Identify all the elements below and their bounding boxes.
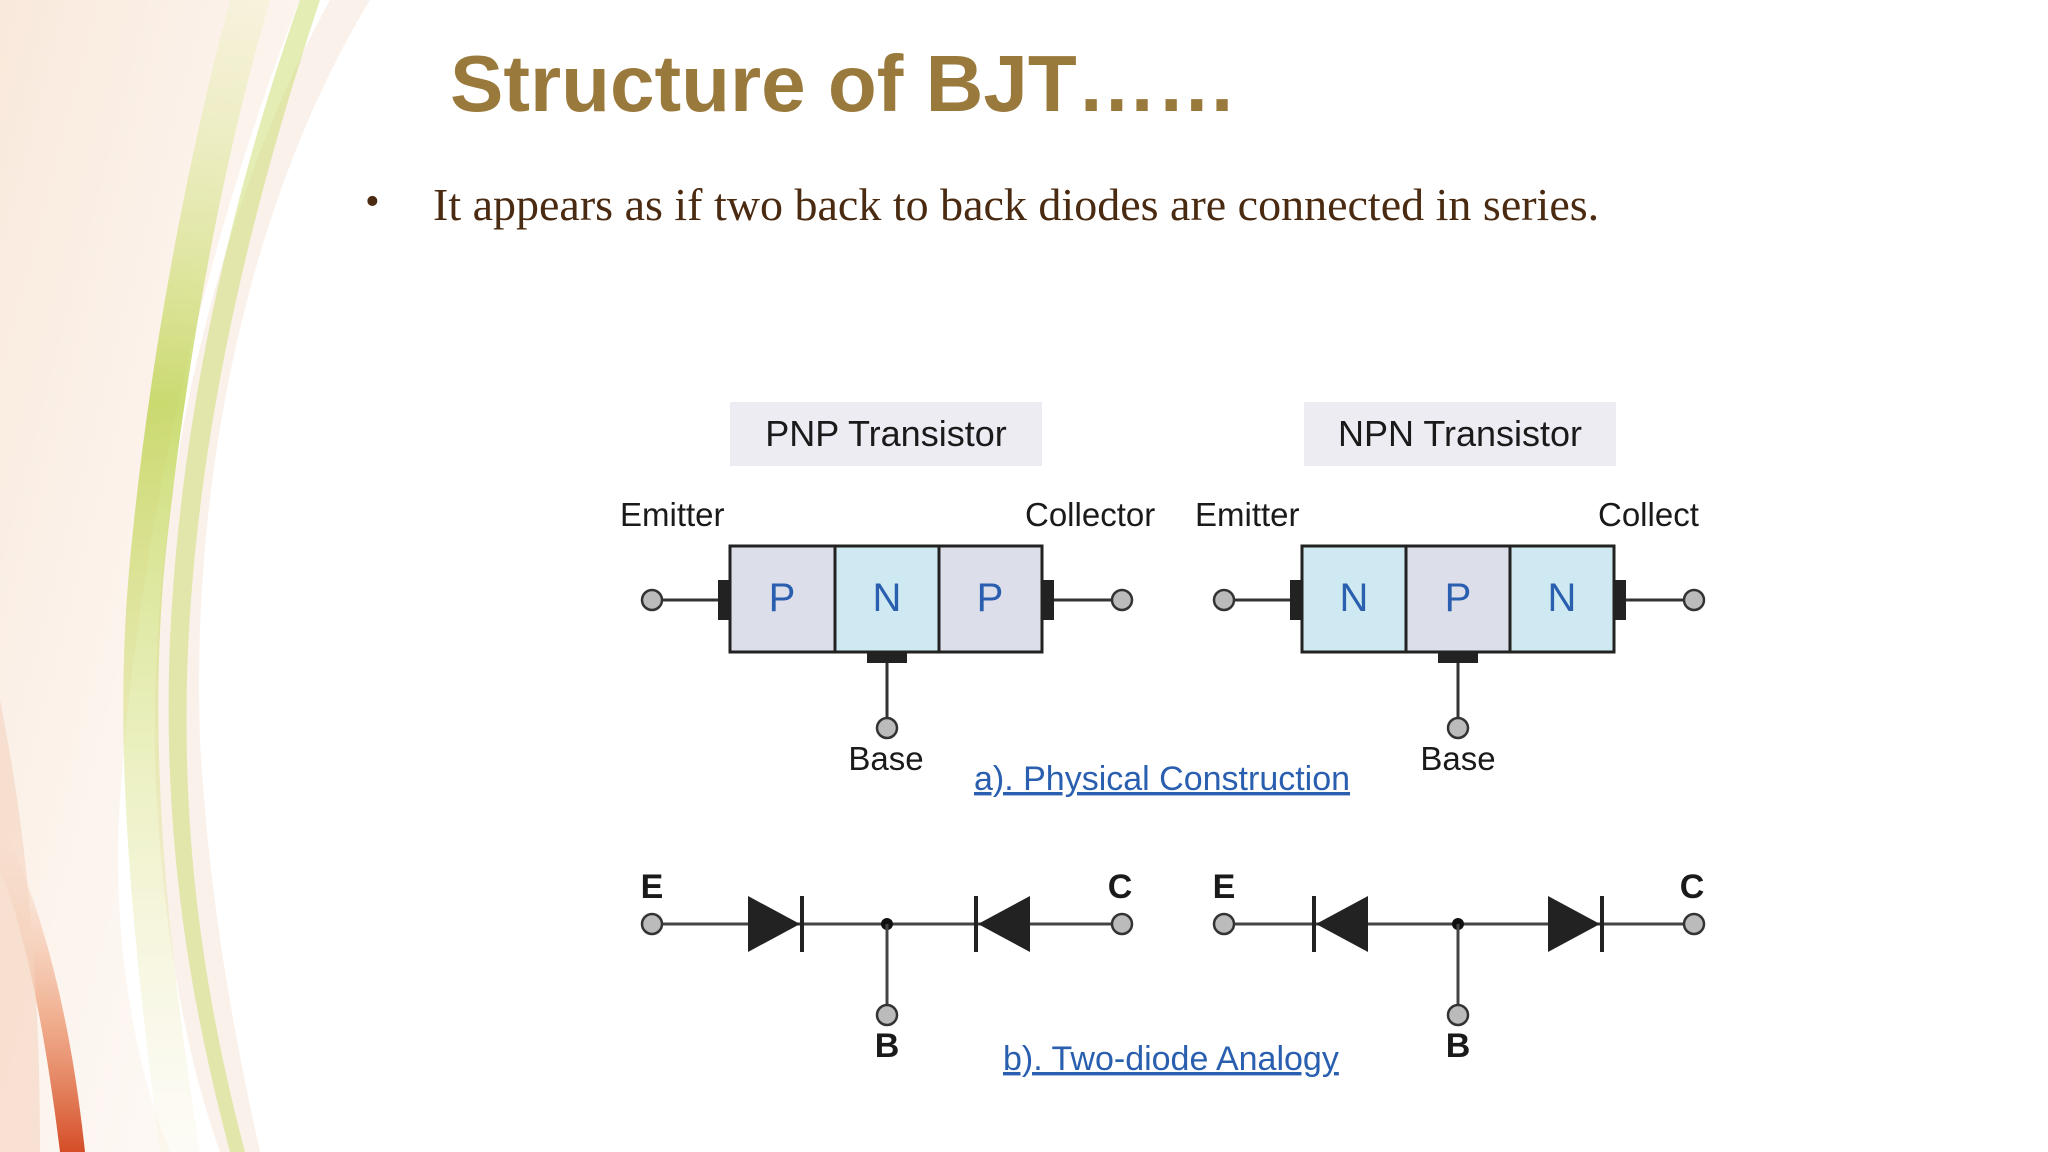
pnp-base-terminal	[875, 716, 899, 740]
npn-region-p	[1404, 544, 1512, 654]
pnp-title: PNP Transistor	[765, 413, 1006, 454]
pnp-diode-e-terminal	[640, 912, 664, 936]
caption-two-diode-analogy: b). Two-diode Analogy	[1003, 1040, 1339, 1078]
pnp-diode-2-icon	[978, 896, 1030, 952]
pnp-diode-c-label: C	[1108, 868, 1133, 906]
npn-region-n2	[1508, 544, 1616, 654]
npn-base-label: Base	[1420, 740, 1495, 777]
bullet-text: It appears as if two back to back diodes…	[433, 179, 1600, 230]
pnp-region-p2	[937, 544, 1044, 654]
pnp-emitter-terminal	[640, 588, 664, 612]
pnp-physical: PNP Transistor Emitter Collector P N P B…	[620, 402, 1155, 777]
pnp-diode-c-terminal	[1110, 912, 1134, 936]
pnp-region-label-1: P	[769, 576, 796, 620]
pnp-region-label-3: P	[977, 576, 1004, 620]
npn-diode-2-icon	[1548, 896, 1600, 952]
npn-base-terminal	[1446, 716, 1470, 740]
npn-diode-analogy: E C B	[1212, 868, 1706, 1065]
npn-emitter-terminal	[1212, 588, 1236, 612]
pnp-diode-1-icon	[748, 896, 800, 952]
npn-title: NPN Transistor	[1338, 413, 1582, 454]
npn-diode-e-terminal	[1212, 912, 1236, 936]
pnp-collector-terminal	[1110, 588, 1134, 612]
bullet-icon: •	[365, 179, 380, 225]
pnp-diode-analogy: E C B	[640, 868, 1134, 1065]
npn-diode-1-icon	[1316, 896, 1368, 952]
npn-diode-e-label: E	[1213, 868, 1236, 906]
pnp-emitter-label: Emitter	[620, 496, 725, 533]
caption-physical-construction: a). Physical Construction	[974, 760, 1350, 798]
pnp-base-label: Base	[848, 740, 923, 777]
pnp-region-label-2: N	[873, 576, 902, 620]
npn-emitter-label: Emitter	[1195, 496, 1300, 533]
npn-diode-c-label: C	[1680, 868, 1705, 906]
npn-diode-b-terminal	[1446, 1003, 1470, 1027]
pnp-title-box	[730, 402, 1042, 466]
npn-collector-terminal	[1682, 588, 1706, 612]
npn-region-label-1: N	[1340, 576, 1369, 620]
npn-region-label-3: N	[1548, 576, 1577, 620]
npn-diode-c-terminal	[1682, 912, 1706, 936]
slide-title: Structure of BJT……	[450, 39, 1237, 128]
npn-region-n1	[1300, 544, 1408, 654]
pnp-diode-b-terminal	[875, 1003, 899, 1027]
npn-physical: NPN Transistor Emitter Collect N P N Bas…	[1195, 402, 1706, 777]
pnp-diode-b-label: B	[875, 1027, 900, 1065]
npn-region-label-2: P	[1445, 576, 1472, 620]
npn-collector-label: Collect	[1598, 496, 1699, 533]
pnp-collector-label: Collector	[1025, 496, 1155, 533]
npn-diode-b-label: B	[1446, 1027, 1471, 1065]
npn-title-box	[1304, 402, 1616, 466]
pnp-diode-e-label: E	[641, 868, 664, 906]
